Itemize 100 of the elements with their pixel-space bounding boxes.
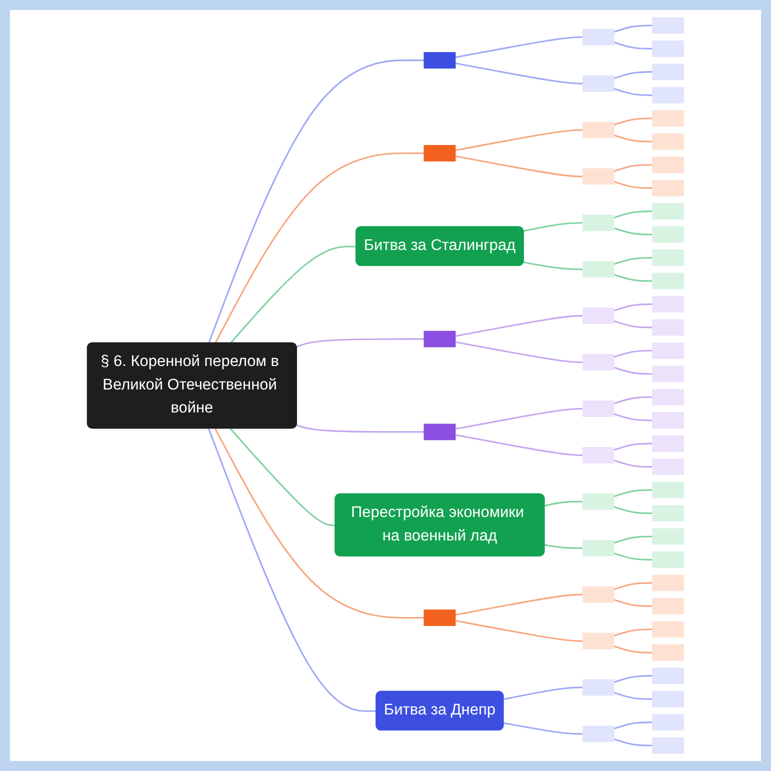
connector (214, 428, 424, 619)
connector (504, 722, 583, 735)
connector (296, 424, 424, 433)
connector (455, 129, 583, 152)
node-box (582, 28, 614, 46)
node-box (652, 737, 684, 754)
connector (614, 506, 653, 514)
node-box (652, 250, 684, 266)
connector (455, 594, 583, 616)
connector (614, 598, 653, 607)
node-box (582, 168, 614, 185)
connector (455, 155, 583, 178)
node-box (582, 400, 614, 417)
connector (614, 628, 653, 637)
connector (455, 408, 583, 430)
node-box (652, 412, 684, 429)
connector (614, 274, 653, 282)
node-box (582, 122, 614, 138)
connector (614, 442, 653, 451)
connector (614, 320, 653, 328)
node-box (652, 458, 684, 476)
connector (614, 738, 653, 746)
node-box (582, 214, 614, 232)
connector (614, 256, 653, 265)
connector (524, 262, 583, 270)
node-box (582, 75, 614, 92)
connector (614, 645, 653, 654)
connector (614, 227, 653, 236)
node-box (652, 528, 684, 545)
connector (614, 303, 653, 312)
connector (504, 686, 583, 700)
connector (524, 222, 583, 232)
node-box (652, 668, 684, 684)
connector (614, 692, 653, 700)
node-box (652, 40, 684, 57)
connector (614, 489, 653, 498)
connector (208, 428, 377, 712)
node-box (652, 505, 684, 522)
connector (214, 152, 424, 344)
node-box (652, 644, 684, 661)
node-box (652, 203, 684, 220)
connector (614, 582, 653, 590)
connector (230, 428, 336, 526)
connector (614, 675, 653, 684)
connector (614, 413, 653, 422)
node-box (652, 272, 684, 290)
connector (208, 60, 424, 344)
connector (455, 36, 583, 58)
node-box (652, 180, 684, 196)
connector (230, 246, 357, 344)
connector (614, 88, 653, 96)
node-box (652, 551, 684, 568)
connector (455, 620, 583, 642)
connector (544, 500, 583, 506)
connector (614, 366, 653, 375)
connector (614, 552, 653, 560)
node-box (582, 679, 614, 696)
node-box (652, 296, 684, 312)
node-box (652, 156, 684, 174)
connector (614, 460, 653, 468)
connector (614, 350, 653, 358)
node-box (424, 610, 456, 626)
connector (614, 180, 653, 189)
node-box (652, 621, 684, 638)
node-box (652, 64, 684, 80)
node-box (652, 226, 684, 243)
connector (614, 536, 653, 544)
node-box (652, 342, 684, 359)
connector (614, 134, 653, 142)
connector (455, 315, 583, 337)
node-box (582, 261, 614, 278)
connector (544, 544, 583, 549)
node-box (582, 726, 614, 742)
node-box (652, 690, 684, 708)
node-box (582, 354, 614, 370)
connector (614, 210, 653, 218)
node-box (424, 330, 456, 348)
node-box (652, 435, 684, 452)
node-box (652, 366, 684, 382)
node-box (582, 586, 614, 603)
node-box (652, 482, 684, 498)
node-box (424, 424, 456, 440)
node-box (652, 110, 684, 127)
connector (455, 341, 583, 364)
connector (296, 338, 424, 348)
connector (614, 24, 653, 33)
node-box (652, 86, 684, 104)
node-box (652, 598, 684, 614)
node-box (652, 714, 684, 731)
node-box (652, 319, 684, 336)
node-box (582, 446, 614, 464)
node-box (652, 133, 684, 150)
connector (614, 396, 653, 404)
node-box (652, 574, 684, 592)
connector (614, 42, 653, 50)
node-box (582, 540, 614, 556)
node-box (424, 145, 456, 162)
node-box (582, 493, 614, 510)
connector (455, 434, 583, 456)
connector (614, 71, 653, 80)
